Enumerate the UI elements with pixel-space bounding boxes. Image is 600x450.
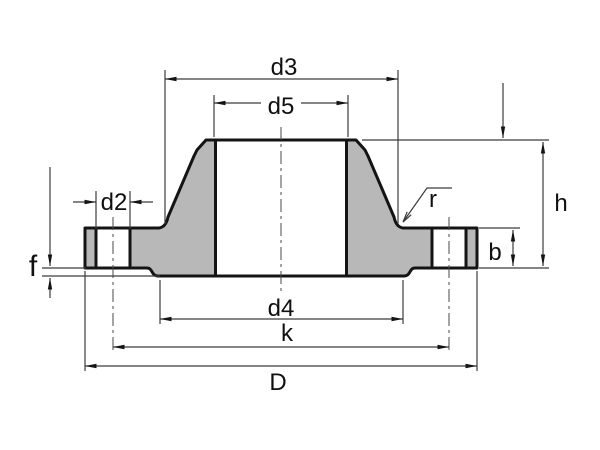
d5-label-background: [261, 92, 301, 117]
b-label: b: [488, 239, 501, 266]
dimension-d4: d4: [159, 280, 404, 324]
r-leader-line: [402, 187, 452, 223]
f-label: f: [29, 250, 38, 283]
r-open-arrowhead: [402, 211, 412, 223]
centerlines: [112, 127, 450, 352]
dimension-d3: d3: [164, 54, 399, 224]
h-label: h: [554, 190, 567, 217]
D-label: D: [269, 369, 286, 396]
leader-r: r: [402, 186, 452, 223]
dimension-f: f: [29, 167, 160, 298]
dimension-b: b: [479, 227, 520, 266]
dimension-d5: d5: [213, 92, 349, 137]
dimension-D: D: [84, 271, 478, 396]
dimension-h: h: [362, 83, 568, 269]
dimension-k: k: [113, 320, 449, 350]
d5-label: d5: [268, 93, 295, 120]
r-label: r: [429, 186, 437, 213]
d4-label: d4: [268, 295, 295, 322]
dimension-d2: d2: [73, 189, 153, 229]
k-label: k: [281, 320, 294, 347]
d2-label: d2: [101, 189, 128, 216]
d3-label: d3: [271, 54, 298, 81]
